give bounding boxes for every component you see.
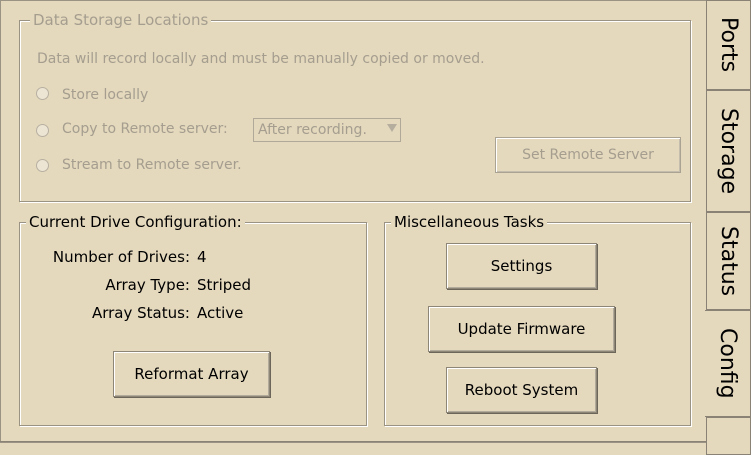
tab-ports[interactable]: Ports — [706, 0, 751, 90]
array-type-label: Array Type: — [105, 276, 190, 294]
tab-empty — [706, 417, 751, 455]
tab-status-label: Status — [716, 225, 741, 297]
storage-info-text: Data will record locally and must be man… — [37, 51, 485, 67]
reboot-system-label: Reboot System — [464, 381, 579, 399]
update-firmware-label: Update Firmware — [457, 320, 586, 338]
array-status-value: Active — [197, 304, 244, 322]
array-status-label: Array Status: — [91, 304, 190, 322]
data-storage-legend: Data Storage Locations — [30, 11, 212, 29]
store-locally-radio[interactable] — [36, 87, 49, 100]
stream-remote-label[interactable]: Stream to Remote server. — [62, 157, 242, 173]
number-of-drives-value: 4 — [197, 248, 207, 266]
stream-remote-radio[interactable] — [36, 159, 49, 172]
data-storage-group: Data Storage Locations — [19, 11, 691, 202]
copy-remote-label[interactable]: Copy to Remote server: — [62, 121, 228, 137]
chevron-down-icon — [387, 124, 397, 132]
drive-config-legend: Current Drive Configuration: — [26, 213, 245, 231]
tab-ports-label: Ports — [716, 17, 741, 73]
copy-timing-value: After recording. — [258, 122, 367, 138]
reformat-array-button[interactable]: Reformat Array — [113, 351, 270, 397]
array-type-value: Striped — [197, 276, 252, 294]
update-firmware-button[interactable]: Update Firmware — [428, 306, 615, 352]
tab-storage[interactable]: Storage — [706, 90, 751, 212]
tab-config[interactable]: Config — [705, 310, 751, 417]
panel-bottom-border — [0, 441, 706, 442]
number-of-drives-label: Number of Drives: — [52, 248, 190, 266]
tab-config-label: Config — [715, 328, 740, 399]
reboot-system-button[interactable]: Reboot System — [446, 367, 597, 413]
misc-tasks-legend: Miscellaneous Tasks — [391, 213, 548, 231]
misc-tasks-group: Miscellaneous Tasks — [384, 213, 691, 426]
settings-label: Settings — [490, 257, 553, 275]
set-remote-server-button[interactable]: Set Remote Server — [495, 137, 681, 173]
copy-remote-radio[interactable] — [36, 124, 49, 137]
tab-storage-label: Storage — [716, 107, 741, 195]
set-remote-server-label: Set Remote Server — [522, 147, 654, 163]
store-locally-label[interactable]: Store locally — [62, 87, 149, 103]
copy-timing-select[interactable]: After recording. — [253, 118, 401, 142]
drive-config-group: Current Drive Configuration: — [19, 213, 367, 426]
tab-status[interactable]: Status — [706, 212, 751, 310]
reformat-array-label: Reformat Array — [134, 365, 249, 383]
settings-button[interactable]: Settings — [446, 243, 597, 289]
